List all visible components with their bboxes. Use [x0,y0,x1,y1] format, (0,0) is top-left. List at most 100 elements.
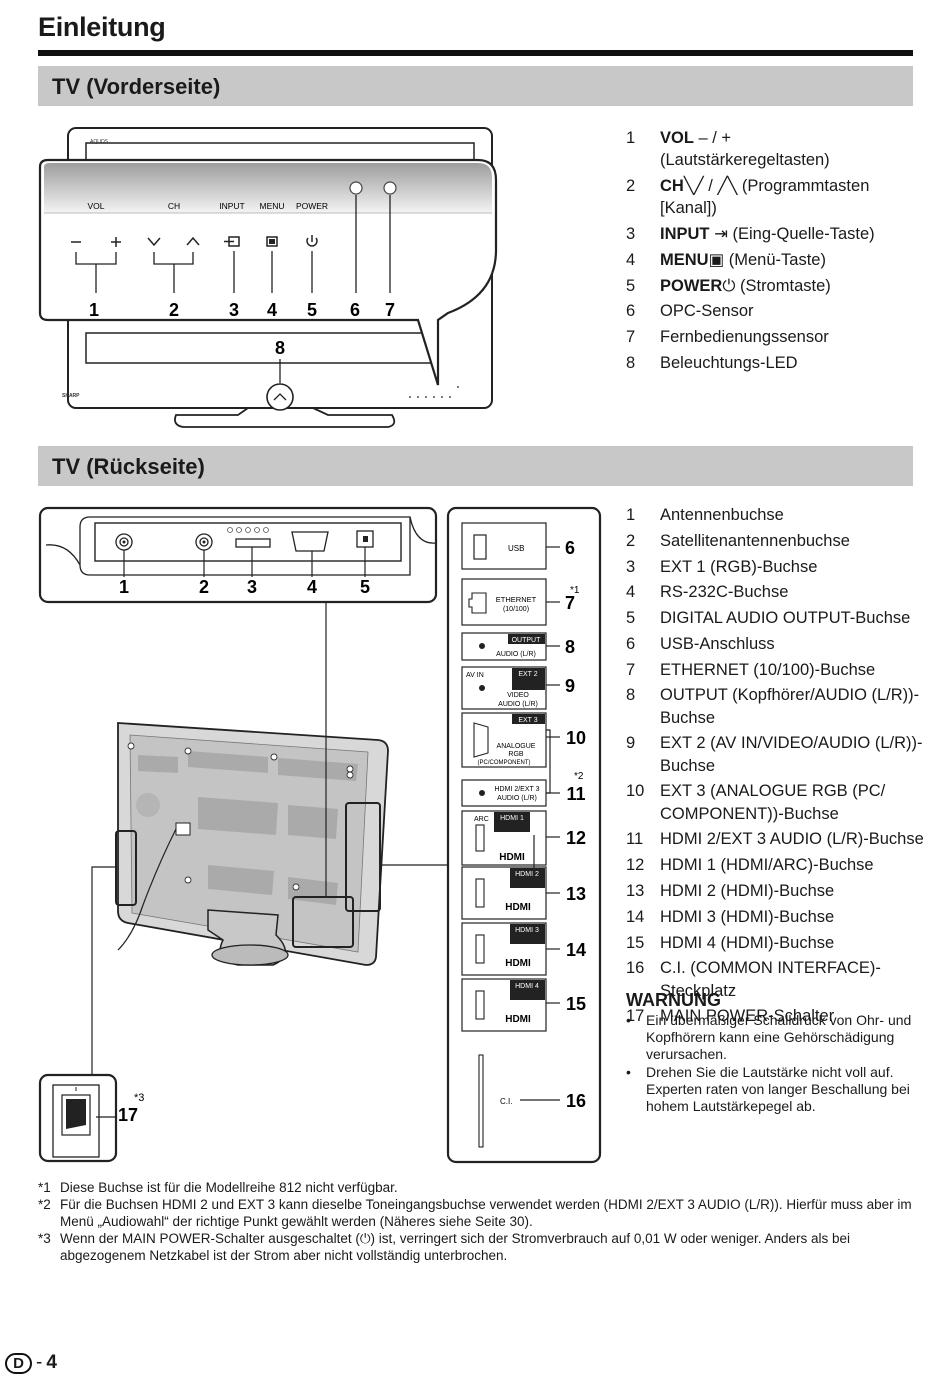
port-arc-label: ARC [474,816,489,823]
hdmi-logo-2: HDMI [505,902,531,913]
back-callout-12: 12 [566,828,586,848]
front-item: 2 CH╲╱ / ╱╲ (Programmtasten [Kanal]) [626,177,870,218]
back-callout-1: 1 [119,577,129,597]
warning-bullet: •Ein übermäßiger Schalldruck von Ohr- un… [626,1012,912,1063]
page-title: Einleitung [38,12,166,42]
page-number: D - 4 [5,1352,57,1374]
panel-label-ch: CH [168,201,180,211]
front-callout-5: 5 [307,300,317,320]
front-tv-diagram: AQUOS SHARP VOL CH INPUT MENU POWER [38,127,498,428]
back-callout-9: 9 [565,676,575,696]
port-pccomp-label: (PC/COMPONENT) [478,760,531,766]
front-callout-4: 4 [267,300,277,320]
brand-small: AQUOS [90,139,109,145]
port-ext3-tag: EXT 3 [518,717,537,724]
ch-down-icon [147,237,161,247]
port-video-label: VIDEO [507,692,529,699]
back-callout-17: 17 [118,1105,138,1125]
front-callout-6: 6 [350,300,360,320]
back-tv-diagram: 1 2 3 4 5 *3 17 [38,506,602,1164]
front-callout-7: 7 [385,300,395,320]
title-rule [38,50,913,56]
front-item: 8 Beleuchtungs-LED [626,353,798,372]
back-callout-7: 7 [565,593,575,613]
ch-up-icon [186,236,200,246]
back-callout-2: 2 [199,577,209,597]
port-video-audio-label: AUDIO (L/R) [498,701,538,708]
port-hdmi2ext3-label: HDMI 2/EXT 3 [495,786,540,793]
port-ci-label: C.I. [500,1097,512,1106]
front-item: 3 INPUT ⇥ (Eing-Quelle-Taste) [626,225,875,244]
front-item: 4 MENU▣ (Menü-Taste) [626,250,826,269]
front-callout-8: 8 [275,338,285,358]
front-item: 5 POWER⏻ (Stromtaste) [626,276,831,295]
warning-title: WARNUNG [626,990,721,1010]
warning-list: •Ein übermäßiger Schalldruck von Ohr- un… [626,1012,916,1116]
hdmi-logo-1: HDMI [499,852,525,863]
power-icon [306,237,318,247]
panel-label-vol: VOL [87,201,104,211]
section-front-title: TV (Vorderseite) [52,74,221,99]
back-callout-14: 14 [566,940,586,960]
port-hdmi2-tag: HDMI 2 [515,871,539,878]
front-callout-2: 2 [169,300,179,320]
back-callout-13: 13 [566,884,586,904]
back-callout-5: 5 [360,577,370,597]
port-ethernet-label: ETHERNET [496,595,537,604]
note-mark-2: *2 [574,771,584,782]
back-callout-11: 11 [566,784,585,804]
port-analogue-label: ANALOGUE [497,743,536,750]
port-usb-label: USB [508,544,524,553]
port-avin-label: AV IN [466,672,484,679]
port-ext2-tag: EXT 2 [518,671,537,678]
section-front-header: TV (Vorderseite) [38,66,913,106]
hdmi-logo-4: HDMI [505,1014,531,1025]
hdmi-logo-3: HDMI [505,958,531,969]
back-callout-15: 15 [566,994,586,1014]
port-ethernet-sub: (10/100) [503,606,529,613]
port-hdmi4-tag: HDMI 4 [515,983,539,990]
back-callout-10: 10 [566,728,586,748]
front-callout-1: 1 [89,300,99,320]
panel-label-input: INPUT [219,201,245,211]
back-callout-8: 8 [565,637,575,657]
port-hdmi3-tag: HDMI 3 [515,927,539,934]
warning-bullet: •Drehen Sie die Lautstärke nicht voll au… [626,1064,910,1115]
front-item-list: 1 VOL – / +(Lautstärkeregeltasten) 2 CH╲… [626,127,916,378]
back-callout-4: 4 [307,577,317,597]
port-output-audio: AUDIO (L/R) [496,651,536,658]
port-rgb-label: RGB [508,751,524,758]
page-separator: - [36,1352,43,1373]
port-output-tag: OUTPUT [512,637,542,644]
back-callout-6: 6 [565,538,575,558]
illumination-led-icon [266,383,294,411]
note-mark-3: *3 [134,1092,144,1104]
port-hdmi2ext3-audio: AUDIO (L/R) [497,795,537,802]
page-letter-badge: D [5,1352,32,1374]
panel-label-power: POWER [296,201,328,211]
back-callout-16: 16 [566,1091,586,1111]
panel-label-menu: MENU [259,201,284,211]
